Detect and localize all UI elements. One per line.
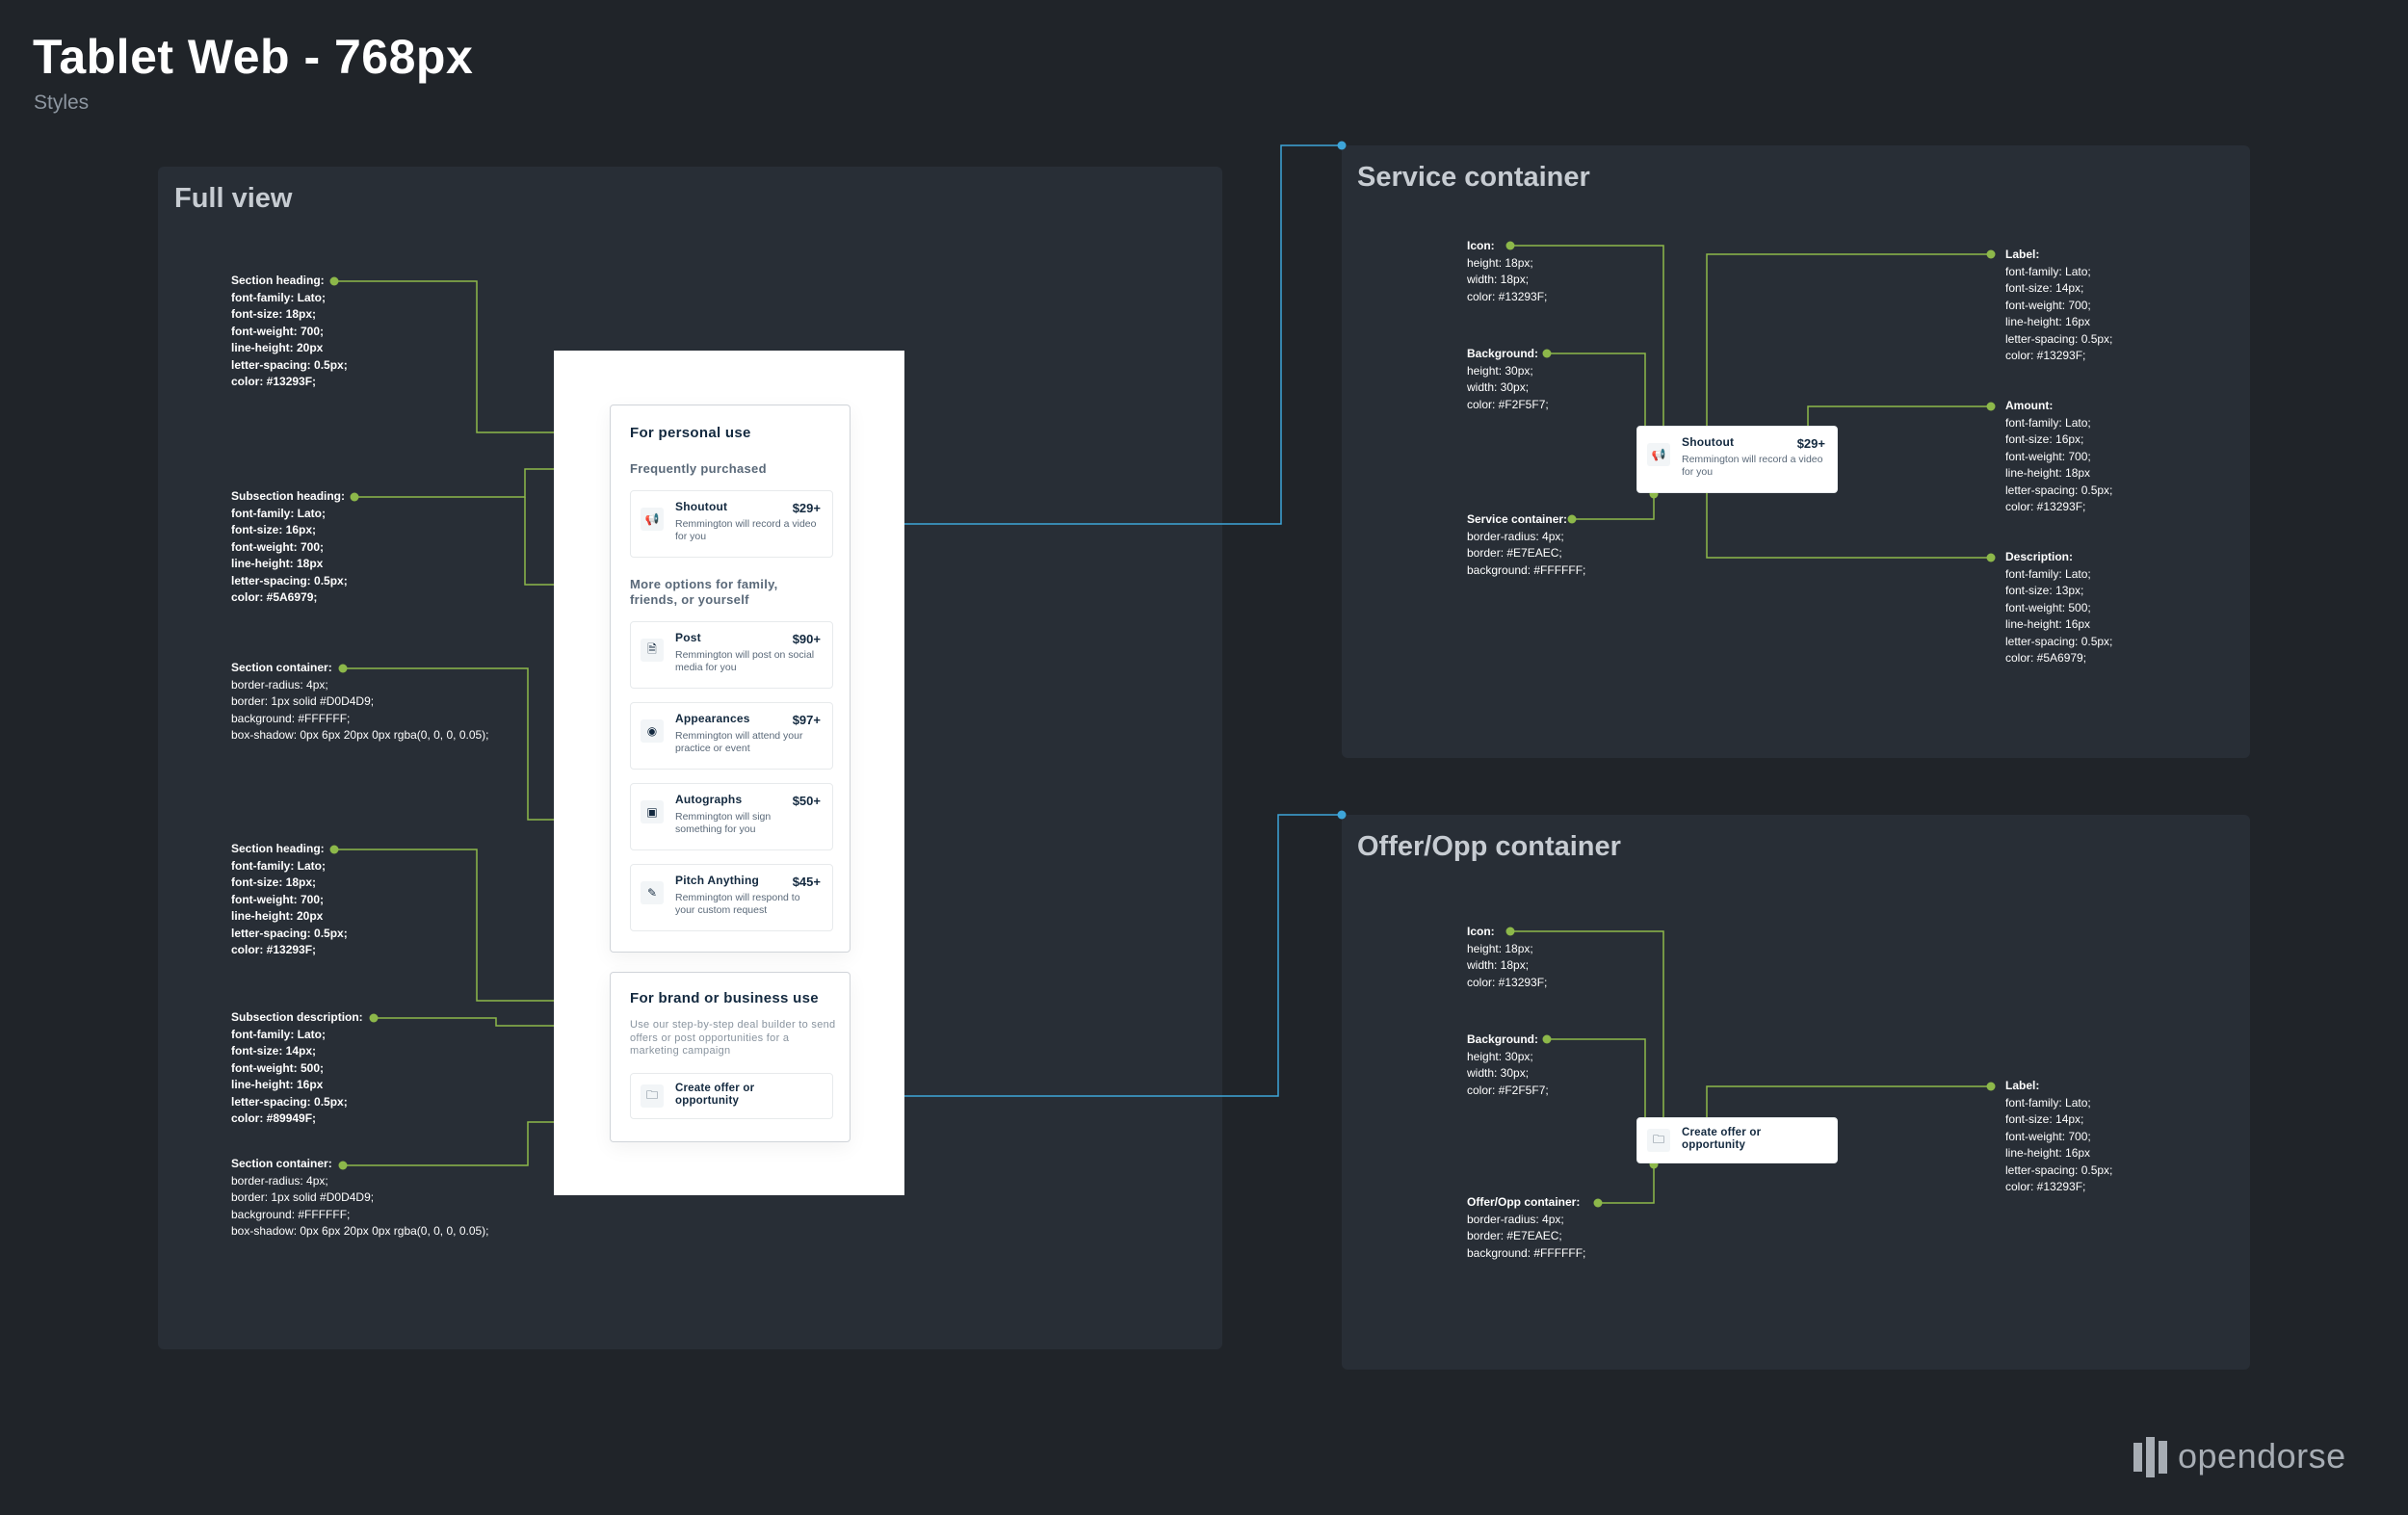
document-icon: 🗎: [641, 639, 664, 662]
anno-section-heading-2: Section heading: font-family: Lato; font…: [231, 842, 348, 956]
anno-subsection-description: Subsection description: font-family: Lat…: [231, 1010, 363, 1125]
anno-description: Description: font-family: Lato; font-siz…: [2005, 550, 2113, 665]
anno-section-container-2: Section container: border-radius: 4px; b…: [231, 1157, 489, 1238]
page-subtitle: Styles: [34, 91, 90, 114]
anno-label: Label: font-family: Lato; font-size: 14p…: [2005, 248, 2113, 362]
personal-section-card: For personal use Frequently purchased 📢 …: [610, 405, 851, 953]
frequently-purchased-heading: Frequently purchased: [630, 461, 767, 476]
brand-section-card: For brand or business use Use our step-b…: [610, 972, 851, 1142]
service-description: Remmington will sign something for you: [675, 811, 772, 836]
service-card-pitch-anything[interactable]: ✎ Pitch Anything $45+ Remmington will re…: [630, 864, 833, 931]
opendorse-mark-icon: [2133, 1437, 2167, 1477]
service-card-appearances[interactable]: ◉ Appearances $97+ Remmington will atten…: [630, 702, 833, 770]
anno-background: Background: height: 30px; width: 30px; c…: [1467, 347, 1549, 411]
anno-section-heading-1: Section heading: font-family: Lato; font…: [231, 274, 348, 388]
full-view-title: Full view: [174, 183, 293, 214]
megaphone-icon: 📢: [1647, 443, 1670, 466]
folder-icon: 🗀: [1647, 1129, 1670, 1152]
more-options-heading: More options for family, friends, or you…: [630, 577, 778, 607]
id-card-icon: ▣: [641, 800, 664, 823]
service-amount: $45+: [792, 875, 821, 889]
service-description: Remmington will post on social media for…: [675, 649, 815, 674]
service-label: Shoutout: [675, 500, 728, 513]
service-amount: $97+: [792, 713, 821, 727]
anno-offer-icon: Icon: height: 18px; width: 18px; color: …: [1467, 925, 1548, 989]
page-title: Tablet Web - 768px: [33, 30, 474, 84]
anno-icon: Icon: height: 18px; width: 18px; color: …: [1467, 239, 1548, 303]
brand-section-description: Use our step-by-step deal builder to sen…: [630, 1019, 836, 1057]
anno-offer-container: Offer/Opp container: border-radius: 4px;…: [1467, 1195, 1586, 1260]
service-amount: $50+: [792, 794, 821, 808]
megaphone-icon: 📢: [641, 508, 664, 531]
service-label: Autographs: [675, 793, 743, 806]
eye-icon: ◉: [641, 719, 664, 743]
create-offer-label: Create offer or opportunity: [675, 1083, 755, 1108]
folder-icon: 🗀: [641, 1084, 664, 1108]
service-sample-card[interactable]: 📢 Shoutout $29+ Remmington will record a…: [1636, 426, 1838, 493]
service-card-post[interactable]: 🗎 Post $90+ Remmington will post on soci…: [630, 621, 833, 689]
service-description: Remmington will attend your practice or …: [675, 730, 803, 755]
service-amount: $90+: [792, 632, 821, 646]
opendorse-logo: opendorse: [2132, 1433, 2346, 1479]
service-label: Shoutout: [1682, 435, 1735, 449]
anno-service-container: Service container: border-radius: 4px; b…: [1467, 512, 1586, 577]
anno-subsection-heading: Subsection heading: font-family: Lato; f…: [231, 489, 348, 604]
service-label: Post: [675, 631, 701, 644]
brand-section-heading: For brand or business use: [630, 990, 819, 1006]
offer-sample-card[interactable]: 🗀 Create offer or opportunity: [1636, 1117, 1838, 1163]
service-description: Remmington will record a video for you: [1682, 454, 1823, 479]
offer-label: Create offer or opportunity: [1682, 1127, 1762, 1152]
anno-amount: Amount: font-family: Lato; font-size: 16…: [2005, 399, 2113, 513]
personal-section-heading: For personal use: [630, 425, 751, 441]
anno-section-container-1: Section container: border-radius: 4px; b…: [231, 661, 489, 742]
pencil-icon: ✎: [641, 881, 664, 904]
service-panel-title: Service container: [1357, 162, 1590, 193]
service-amount: $29+: [1796, 436, 1825, 451]
create-offer-button[interactable]: 🗀 Create offer or opportunity: [630, 1073, 833, 1119]
service-card-shoutout[interactable]: 📢 Shoutout $29+ Remmington will record a…: [630, 490, 833, 558]
service-card-autographs[interactable]: ▣ Autographs $50+ Remmington will sign s…: [630, 783, 833, 850]
service-label: Pitch Anything: [675, 874, 760, 887]
anno-offer-label: Label: font-family: Lato; font-size: 14p…: [2005, 1079, 2113, 1193]
service-label: Appearances: [675, 712, 750, 725]
opendorse-wordmark: opendorse: [2178, 1436, 2346, 1476]
service-amount: $29+: [792, 501, 821, 515]
service-description: Remmington will respond to your custom r…: [675, 892, 800, 917]
offer-panel-title: Offer/Opp container: [1357, 831, 1621, 862]
tablet-mock-screen: For personal use Frequently purchased 📢 …: [554, 351, 904, 1195]
service-description: Remmington will record a video for you: [675, 518, 817, 543]
anno-offer-background: Background: height: 30px; width: 30px; c…: [1467, 1032, 1549, 1097]
